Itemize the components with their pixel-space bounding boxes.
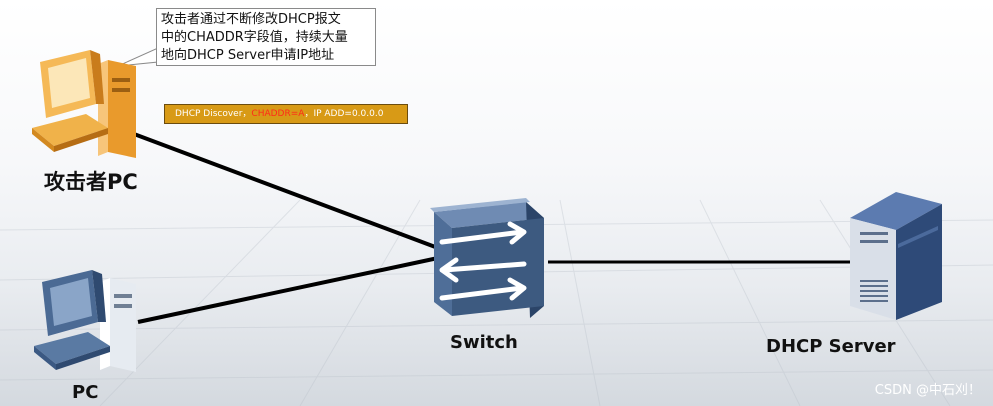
watermark: CSDN @中石刈！ [874, 383, 981, 398]
attack-description-callout: 攻击者通过不断修改DHCP报文 中的CHADDR字段值，持续大量 地向DHCP … [156, 8, 376, 66]
computer-icon [34, 270, 136, 372]
dhcp-discover-packet: DHCP Discover，CHADDR=A，IP ADD=0.0.0.0 [164, 104, 408, 124]
packet-ip: ，IP ADD=0.0.0.0 [304, 109, 384, 119]
link-pc-switch [137, 256, 439, 324]
switch-label: Switch [450, 332, 518, 353]
link-attacker-switch [117, 126, 439, 250]
packet-chaddr: CHADDR=A [251, 109, 305, 119]
callout-line-1: 攻击者通过不断修改DHCP报文 [161, 12, 341, 27]
callout-line-3: 地向DHCP Server申请IP地址 [161, 48, 335, 63]
attacker-pc-label: 攻击者PC [44, 170, 138, 194]
packet-type: DHCP Discover， [175, 109, 252, 119]
server-icon [850, 192, 942, 320]
switch-icon [430, 198, 544, 318]
pc-label: PC [72, 382, 99, 403]
attacker-computer-icon [32, 50, 136, 158]
dhcp-server-label: DHCP Server [766, 336, 896, 357]
callout-line-2: 中的CHADDR字段值，持续大量 [161, 30, 348, 45]
